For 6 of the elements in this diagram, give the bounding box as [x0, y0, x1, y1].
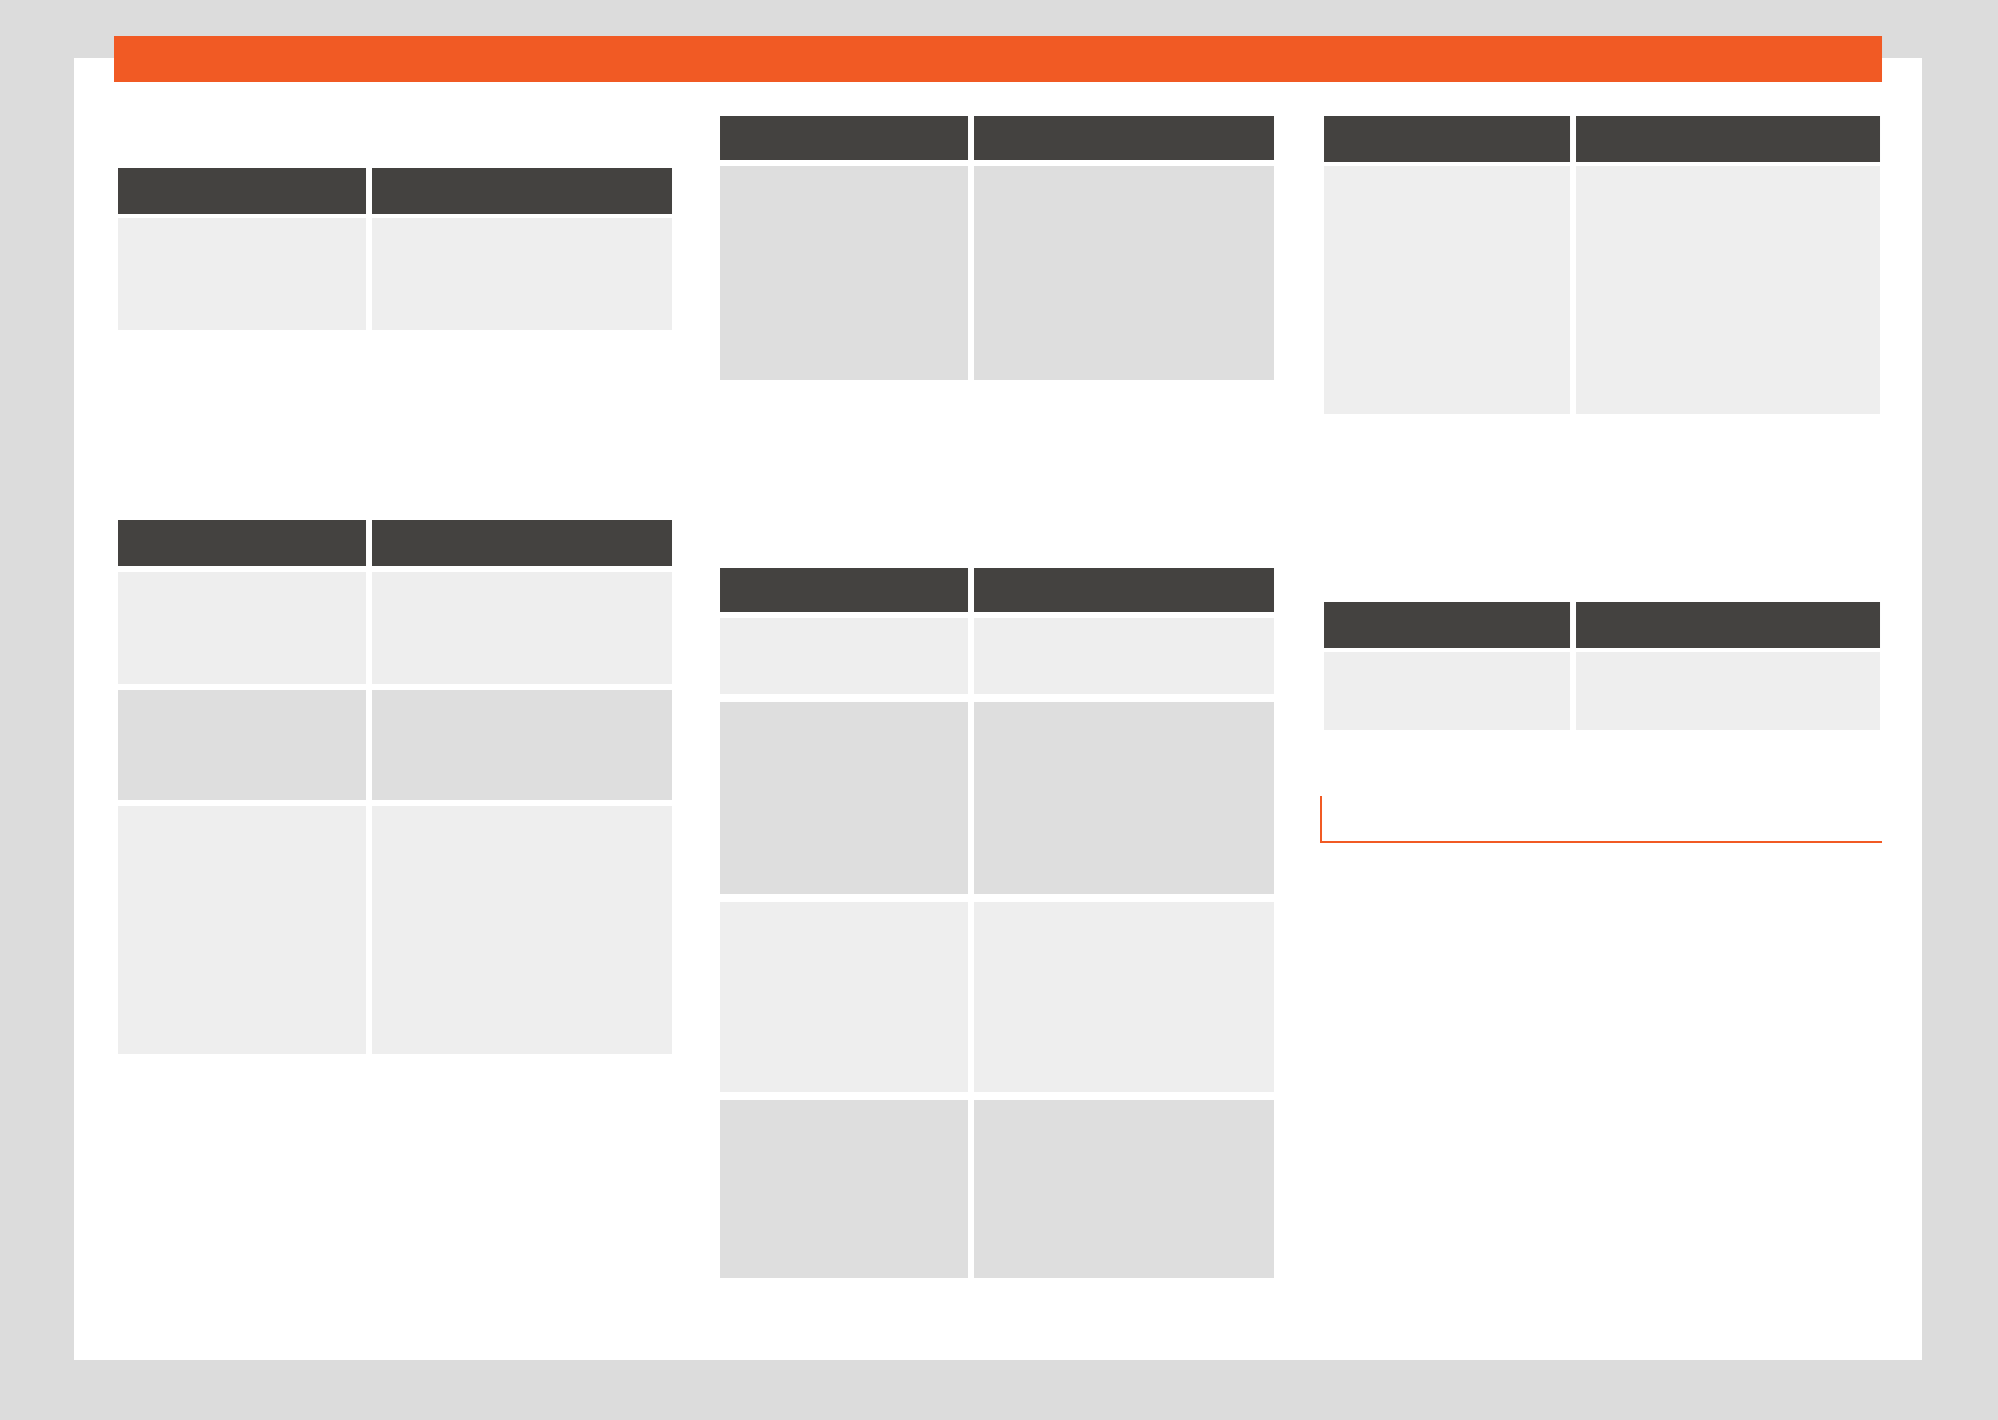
table-drawing: [118, 168, 672, 330]
table-drawing: [118, 520, 672, 1054]
table-drawing: [1324, 116, 1880, 414]
table-drawing: [720, 116, 1274, 380]
table-drawing: [720, 568, 1274, 1278]
table-drawing: [1324, 602, 1880, 730]
